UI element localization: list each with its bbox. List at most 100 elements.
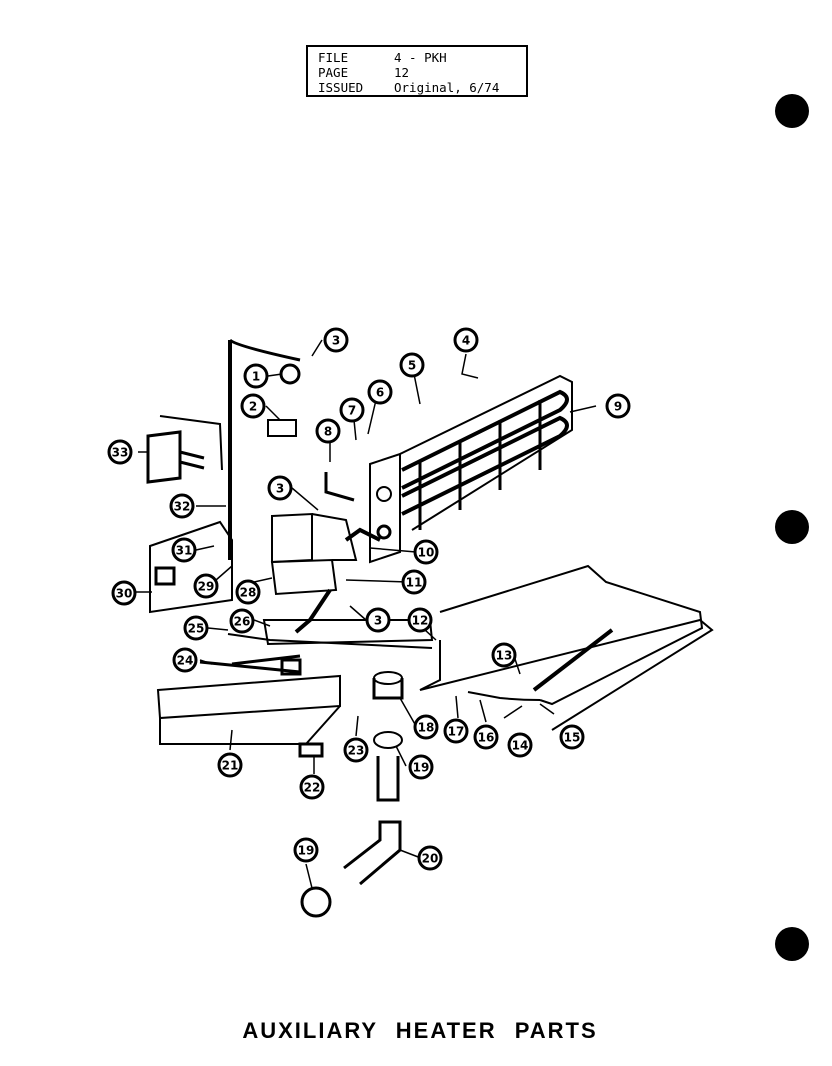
callout-number: 31 bbox=[176, 544, 193, 558]
callout-circle bbox=[417, 845, 443, 871]
control-box-wires bbox=[179, 450, 205, 470]
bracket-part bbox=[267, 419, 297, 437]
callout-number: 28 bbox=[240, 586, 257, 600]
callout-31: 31 bbox=[171, 537, 197, 563]
hose-section bbox=[376, 756, 400, 802]
page-row: PAGE 12 bbox=[318, 65, 526, 80]
callout-number: 10 bbox=[418, 546, 435, 560]
callout-circle bbox=[243, 363, 269, 389]
callout-number: 15 bbox=[564, 731, 581, 745]
callout-circle bbox=[491, 642, 517, 668]
lock-nut bbox=[373, 731, 403, 749]
callout-number: 23 bbox=[348, 744, 365, 758]
callout-circle bbox=[413, 539, 439, 565]
support-rod-top bbox=[228, 338, 301, 362]
callout-24: 24 bbox=[172, 647, 198, 673]
heater-supports bbox=[418, 400, 542, 530]
file-info-box: FILE 4 - PKH PAGE 12 ISSUED Original, 6/… bbox=[306, 45, 528, 97]
callout-number: 25 bbox=[188, 622, 205, 636]
heater-frame bbox=[399, 374, 573, 531]
callout-number: 4 bbox=[462, 334, 470, 348]
callout-circle bbox=[240, 393, 266, 419]
callout-circle bbox=[235, 579, 261, 605]
page-title: AUXILIARY HEATER PARTS bbox=[242, 1018, 598, 1043]
drain-fitting bbox=[372, 678, 404, 700]
callout-number: 33 bbox=[112, 446, 129, 460]
heater-hole bbox=[376, 486, 392, 502]
control-box-part bbox=[146, 430, 182, 484]
callout-11: 11 bbox=[401, 569, 427, 595]
callout-number: 24 bbox=[177, 654, 194, 668]
callout-7: 7 bbox=[339, 397, 365, 423]
callout-33: 33 bbox=[107, 439, 133, 465]
limit-switch-part bbox=[279, 363, 301, 385]
callout-9: 9 bbox=[605, 393, 631, 419]
callout-circle bbox=[172, 647, 198, 673]
side-bracket bbox=[149, 520, 233, 614]
heater-end-plate bbox=[369, 452, 401, 564]
callout-17: 17 bbox=[443, 718, 469, 744]
callout-circle bbox=[365, 607, 391, 633]
callout-circle bbox=[413, 714, 439, 740]
page-label: PAGE bbox=[318, 65, 349, 80]
callout-circle bbox=[183, 615, 209, 641]
callout-3: 3 bbox=[267, 475, 293, 501]
box-upper bbox=[271, 512, 313, 564]
harness-connector bbox=[280, 658, 302, 676]
callout-circle bbox=[453, 327, 479, 353]
wire-harness bbox=[199, 654, 301, 674]
box-side bbox=[311, 513, 358, 561]
callout-circle bbox=[343, 737, 369, 763]
callout-circle bbox=[407, 607, 433, 633]
callout-number: 3 bbox=[332, 334, 340, 348]
punch-hole-top bbox=[775, 94, 809, 128]
callout-number: 3 bbox=[374, 614, 382, 628]
callout-number: 21 bbox=[222, 759, 239, 773]
callout-number: 22 bbox=[304, 781, 321, 795]
callout-number: 30 bbox=[116, 587, 133, 601]
callout-circle bbox=[111, 580, 137, 606]
channel-edge bbox=[227, 633, 433, 649]
callout-number: 1 bbox=[252, 370, 260, 384]
base-pan bbox=[439, 564, 704, 706]
box-lower bbox=[270, 558, 338, 596]
issued-label: ISSUED bbox=[318, 80, 364, 95]
callout-8: 8 bbox=[315, 418, 341, 444]
callout-circle bbox=[193, 573, 219, 599]
elbow-part bbox=[343, 820, 402, 886]
callout-circle bbox=[339, 397, 365, 423]
lock-nut-lower bbox=[300, 886, 332, 918]
callout-circle bbox=[408, 754, 434, 780]
page-value: 12 bbox=[394, 65, 410, 80]
callout-26: 26 bbox=[229, 608, 255, 634]
callout-number: 8 bbox=[324, 425, 332, 439]
callout-number: 14 bbox=[512, 739, 529, 753]
bracket-clip bbox=[154, 566, 176, 586]
callout-15: 15 bbox=[559, 724, 585, 750]
callout-circle bbox=[107, 439, 133, 465]
callout-number: 19 bbox=[298, 844, 315, 858]
callout-5: 5 bbox=[399, 352, 425, 378]
control-box-bracket bbox=[159, 415, 223, 471]
callout-30: 30 bbox=[111, 580, 137, 606]
drain-fitting-top bbox=[373, 671, 403, 685]
callout-3: 3 bbox=[365, 607, 391, 633]
callout-number: 5 bbox=[408, 359, 416, 373]
callout-circle bbox=[267, 475, 293, 501]
callout-number: 26 bbox=[234, 615, 251, 629]
callout-2: 2 bbox=[240, 393, 266, 419]
heater-rod-15 bbox=[532, 628, 614, 692]
callout-16: 16 bbox=[473, 724, 499, 750]
base-pan-edge bbox=[419, 618, 714, 731]
callout-12: 12 bbox=[407, 607, 433, 633]
callout-19: 19 bbox=[293, 837, 319, 863]
callout-number: 17 bbox=[448, 725, 465, 739]
callout-1: 1 bbox=[243, 363, 269, 389]
callout-4: 4 bbox=[453, 327, 479, 353]
callout-19: 19 bbox=[408, 754, 434, 780]
grommet-part bbox=[298, 742, 324, 758]
wire-part bbox=[324, 472, 355, 502]
callout-29: 29 bbox=[193, 573, 219, 599]
